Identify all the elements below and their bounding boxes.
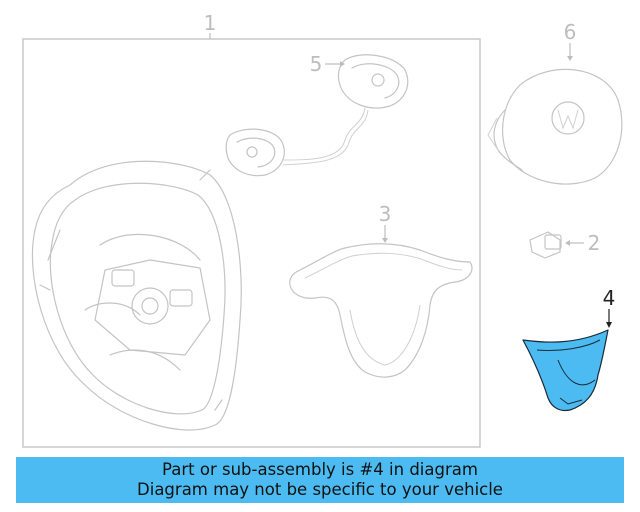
- callout-4-label: 4: [603, 286, 616, 310]
- airbag-module-part: [487, 68, 623, 185]
- callout-5: 5: [310, 52, 345, 76]
- callout-5-label: 5: [310, 52, 323, 76]
- callout-6-label: 6: [564, 20, 577, 44]
- callout-4: 4: [603, 286, 616, 328]
- callout-2: 2: [565, 231, 600, 255]
- lower-cover-part: [522, 329, 609, 412]
- bolt-part: [529, 231, 562, 259]
- trim-bezel-part: [289, 243, 473, 378]
- switch-assembly-part: [225, 54, 409, 177]
- banner-line-2: Diagram may not be specific to your vehi…: [137, 480, 503, 499]
- assembly-frame: [22, 38, 481, 448]
- callout-3-label: 3: [379, 202, 392, 226]
- callout-1-label: 1: [204, 11, 217, 35]
- callout-1: 1: [204, 11, 217, 39]
- steering-wheel-part: [31, 160, 242, 431]
- callout-6: 6: [564, 20, 577, 61]
- banner-line-1: Part or sub-assembly is #4 in diagram: [162, 460, 478, 479]
- part-info-banner: Part or sub-assembly is #4 in diagram Di…: [16, 457, 624, 503]
- callout-2-label: 2: [588, 231, 601, 255]
- callout-3: 3: [379, 202, 392, 243]
